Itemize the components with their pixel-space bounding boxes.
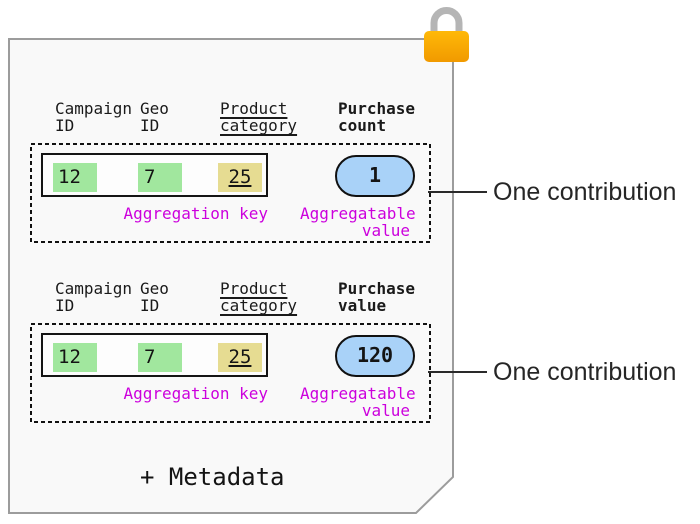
column-header-campaign-id: Campaign ID [55, 100, 132, 134]
aggregation-key-label: Aggregation key [123, 204, 269, 223]
key-cell-product-category: 25 [218, 343, 262, 372]
key-cell-value: 25 [228, 166, 252, 188]
column-header-geo-id: Geo ID [140, 100, 169, 134]
header-line: value [338, 296, 387, 315]
header-line: Geo [140, 279, 169, 298]
aggregatable-value-pill: 120 [335, 335, 415, 377]
lock-icon [424, 7, 469, 62]
header-line: count [338, 116, 387, 135]
header-line: Geo [140, 99, 169, 118]
label-line: value [361, 221, 410, 240]
contribution-record-1: Campaign ID Geo ID Product category Purc… [0, 100, 470, 260]
header-line: ID [140, 296, 160, 315]
header-line: ID [55, 296, 75, 315]
column-header-product-category: Product category [220, 280, 297, 314]
header-line: ID [140, 116, 160, 135]
aggregatable-value-label: Aggregatable value [300, 204, 416, 240]
contribution-record-2: Campaign ID Geo ID Product category Purc… [0, 280, 470, 440]
column-header-product-category: Product category [220, 100, 297, 134]
key-cell-campaign-id: 12 [53, 343, 97, 372]
label-line: value [361, 401, 410, 420]
one-contribution-annotation-2: One contribution [493, 358, 677, 386]
header-line: Campaign [55, 99, 133, 118]
aggregatable-value-label: Aggregatable value [300, 384, 416, 420]
header-line: Purchase [338, 279, 416, 298]
key-cell-geo-id: 7 [138, 343, 182, 372]
header-line: Product [220, 99, 288, 118]
label-line: Aggregatable [300, 204, 416, 223]
header-line: Product [220, 279, 288, 298]
label-line: Aggregatable [300, 384, 416, 403]
header-line: Campaign [55, 279, 133, 298]
key-cell-product-category: 25 [218, 163, 262, 192]
column-header-purchase-count: Purchase count [338, 100, 415, 134]
header-line: category [220, 116, 298, 135]
column-header-geo-id: Geo ID [140, 280, 169, 314]
aggregation-key-label: Aggregation key [123, 384, 269, 403]
column-header-campaign-id: Campaign ID [55, 280, 132, 314]
key-cell-value: 25 [228, 346, 252, 368]
metadata-label: + Metadata [140, 463, 285, 491]
one-contribution-annotation-1: One contribution [493, 178, 677, 206]
header-line: category [220, 296, 298, 315]
column-header-purchase-value: Purchase value [338, 280, 415, 314]
key-cell-campaign-id: 12 [53, 163, 97, 192]
header-line: Purchase [338, 99, 416, 118]
aggregatable-value-pill: 1 [335, 155, 415, 197]
key-cell-geo-id: 7 [138, 163, 182, 192]
header-line: ID [55, 116, 75, 135]
